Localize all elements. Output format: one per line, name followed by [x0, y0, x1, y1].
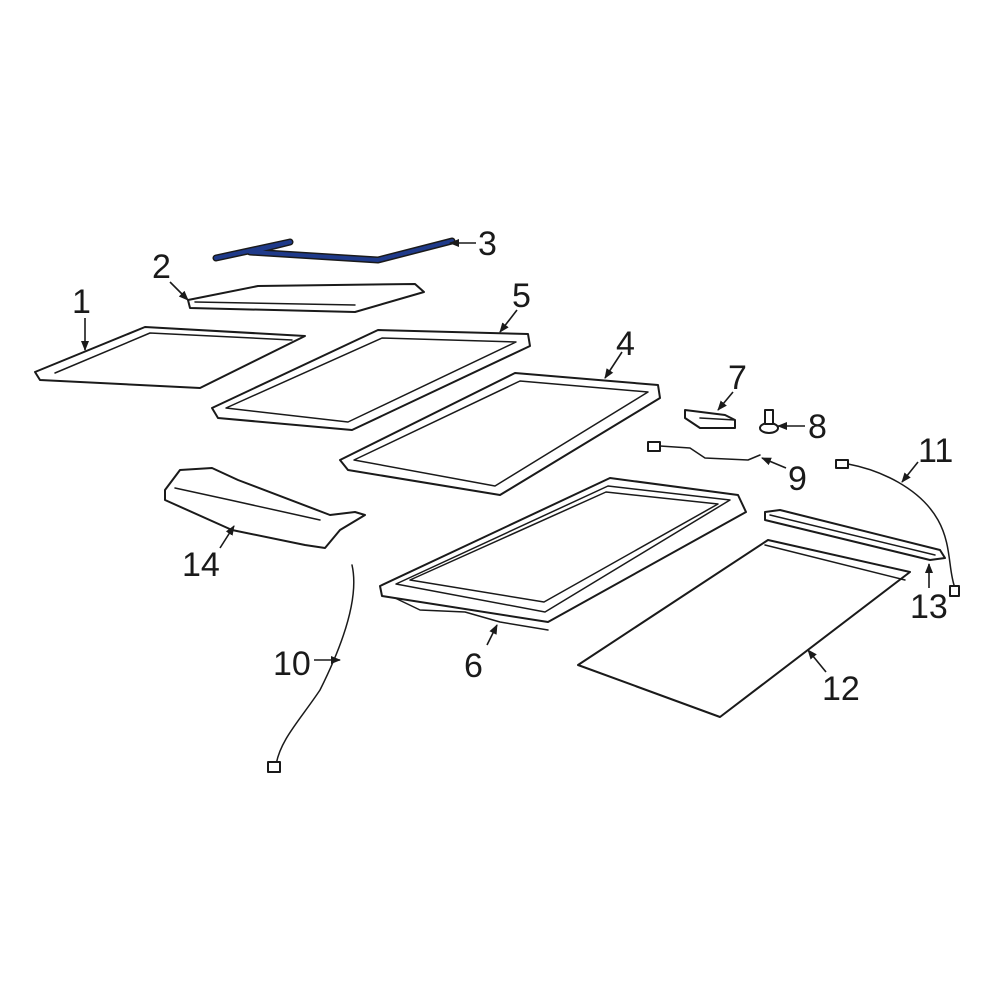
callout-2: 2	[152, 248, 189, 301]
svg-text:5: 5	[512, 277, 531, 315]
part-6-frame[interactable]	[379, 477, 747, 631]
callout-14: 14	[182, 525, 235, 584]
callout-9: 9	[761, 457, 807, 498]
svg-text:6: 6	[464, 647, 483, 685]
svg-text:11: 11	[918, 432, 953, 470]
callout-7: 7	[717, 359, 747, 411]
svg-text:4: 4	[616, 325, 635, 363]
svg-text:14: 14	[182, 546, 220, 584]
callout-11: 11	[901, 432, 953, 483]
svg-text:10: 10	[273, 645, 311, 683]
part-13-rail[interactable]	[764, 509, 946, 561]
callout-4: 4	[604, 325, 635, 379]
svg-text:7: 7	[728, 359, 747, 397]
part-3-highlight	[214, 239, 454, 262]
callout-12: 12	[807, 649, 860, 708]
part-4-gasket[interactable]	[339, 372, 661, 496]
svg-text:12: 12	[822, 670, 860, 708]
part-5-seal[interactable]	[211, 329, 531, 431]
callout-10: 10	[273, 645, 341, 683]
callout-5: 5	[499, 277, 531, 333]
part-14-trim-panel[interactable]	[164, 467, 366, 549]
callout-8: 8	[777, 408, 827, 446]
part-2-deflector[interactable]	[187, 283, 425, 313]
callout-13: 13	[910, 563, 948, 626]
svg-text:13: 13	[910, 588, 948, 626]
part-1-glass-panel[interactable]	[34, 326, 306, 389]
svg-text:8: 8	[808, 408, 827, 446]
part-11-cable[interactable]	[835, 459, 960, 597]
svg-text:2: 2	[152, 248, 171, 286]
svg-text:3: 3	[478, 225, 497, 263]
part-9-harness[interactable]	[647, 441, 761, 461]
callout-6: 6	[464, 624, 498, 685]
svg-text:1: 1	[72, 283, 91, 321]
callout-1: 1	[72, 283, 91, 351]
part-8-screw[interactable]	[759, 409, 779, 434]
part-7-module[interactable]	[684, 409, 736, 429]
svg-text:9: 9	[788, 460, 807, 498]
part-12-sunshade[interactable]	[577, 539, 911, 718]
part-3-seal-strip[interactable]	[212, 237, 456, 264]
callout-3: 3	[449, 225, 497, 263]
part-10-drain-tube[interactable]	[267, 564, 355, 773]
